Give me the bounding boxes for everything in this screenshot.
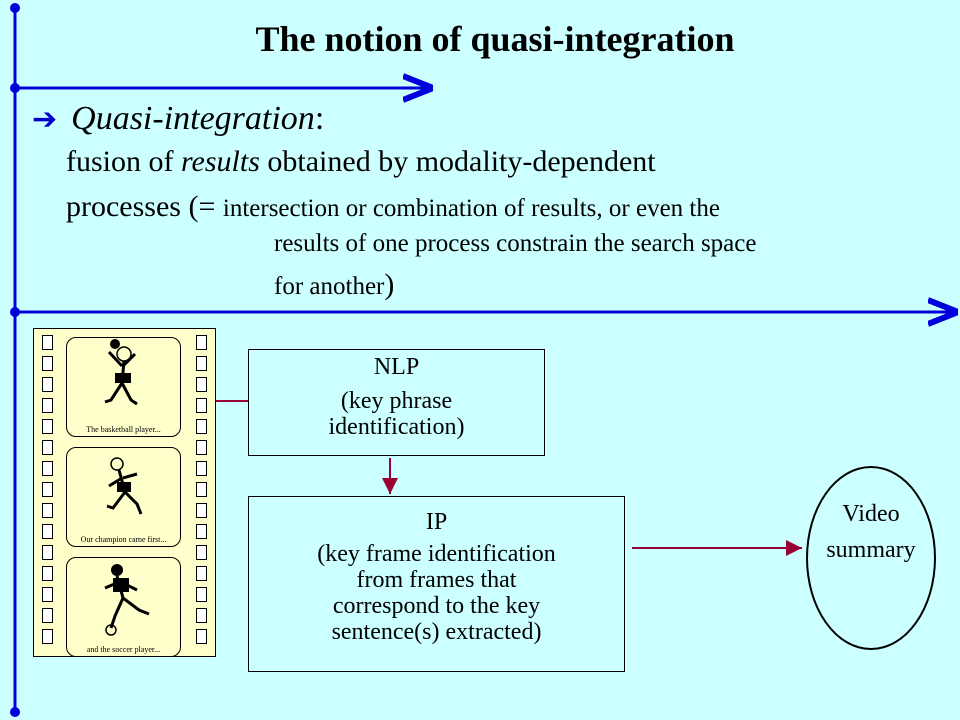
film-sprocket-hole (196, 482, 207, 497)
ip-description: from frames that (356, 567, 517, 593)
film-sprocket-hole (196, 419, 207, 434)
film-sprocket-hole (196, 398, 207, 413)
film-sprocket-hole (42, 377, 53, 392)
film-sprocket-hole (196, 524, 207, 539)
ip-description: sentence(s) extracted) (331, 619, 542, 645)
film-sprocket-hole (42, 461, 53, 476)
frame-caption: The basketball player... (86, 425, 161, 434)
bullet-colon: : (314, 100, 325, 137)
film-frame: Our champion came first... (66, 447, 181, 547)
video-summary-label: summary (826, 537, 916, 563)
film-sprocket-hole (42, 335, 53, 350)
ip-title: IP (425, 509, 448, 535)
definition-text: fusion of (66, 145, 181, 178)
film-sprocket-hole (42, 629, 53, 644)
bullet-heading: ➔ Quasi-integration: (32, 100, 324, 138)
ip-description: (key frame identification (317, 541, 556, 567)
nlp-box: NLP (key phrase identification) (248, 349, 545, 456)
film-sprocket-hole (42, 440, 53, 455)
film-sprocket-hole (42, 503, 53, 518)
bullet-term: Quasi-integration (71, 100, 315, 137)
film-sprocket-hole (196, 440, 207, 455)
nlp-description: identification) (328, 414, 465, 440)
film-sprocket-hole (42, 545, 53, 560)
film-sprocket-hole (196, 335, 207, 350)
film-sprocket-hole (196, 629, 207, 644)
definition-emphasis: results (181, 145, 260, 178)
definition-detail: intersection or combination of results, … (222, 195, 720, 222)
film-sprocket-hole (42, 482, 53, 497)
soccer-player-icon (104, 564, 150, 636)
film-sprocket-hole (42, 356, 53, 371)
film-sprocket-hole (196, 377, 207, 392)
definition-line-2: processes (= intersection or combination… (66, 190, 720, 224)
ip-description: correspond to the key (332, 593, 541, 619)
video-summary-node: Video summary (806, 466, 936, 650)
film-frame: and the soccer player... (66, 557, 181, 657)
film-sprocket-hole (42, 524, 53, 539)
rule-dot-top (10, 3, 20, 13)
film-sprocket-hole (196, 503, 207, 518)
definition-text: processes (= (66, 190, 223, 223)
definition-detail: for another (274, 273, 385, 300)
frame-caption: Our champion came first... (80, 535, 167, 544)
definition-line-1: fusion of results obtained by modality-d… (66, 145, 656, 179)
nlp-description: (key phrase (340, 388, 453, 414)
right-arrow-icon: ➔ (32, 103, 58, 136)
film-sprocket-hole (42, 419, 53, 434)
basketball-player-icon (104, 339, 138, 406)
nlp-title: NLP (373, 354, 420, 380)
definition-text: obtained by modality-dependent (259, 145, 656, 178)
film-sprocket-hole (42, 566, 53, 581)
film-sprocket-hole (42, 587, 53, 602)
rule-dot-bottom (10, 707, 20, 717)
ip-box: IP (key frame identification from frames… (248, 496, 625, 672)
film-sprocket-hole (196, 587, 207, 602)
film-sprocket-hole (196, 461, 207, 476)
definition-close-paren: ) (384, 268, 395, 301)
filmstrip: The basketball player... Our champion ca… (33, 328, 216, 657)
film-frame: The basketball player... (66, 337, 181, 437)
frame-caption: and the soccer player... (86, 645, 161, 654)
film-sprocket-hole (196, 545, 207, 560)
runner-icon (106, 457, 143, 515)
film-sprocket-hole (196, 356, 207, 371)
slide-title: The notion of quasi-integration (255, 19, 735, 59)
film-sprocket-hole (42, 398, 53, 413)
definition-line-3: results of one process constrain the sea… (274, 230, 757, 257)
video-summary-label: Video (842, 501, 900, 527)
film-sprocket-hole (196, 608, 207, 623)
film-sprocket-hole (42, 608, 53, 623)
film-sprocket-hole (196, 566, 207, 581)
definition-line-4: for another) (274, 268, 394, 302)
